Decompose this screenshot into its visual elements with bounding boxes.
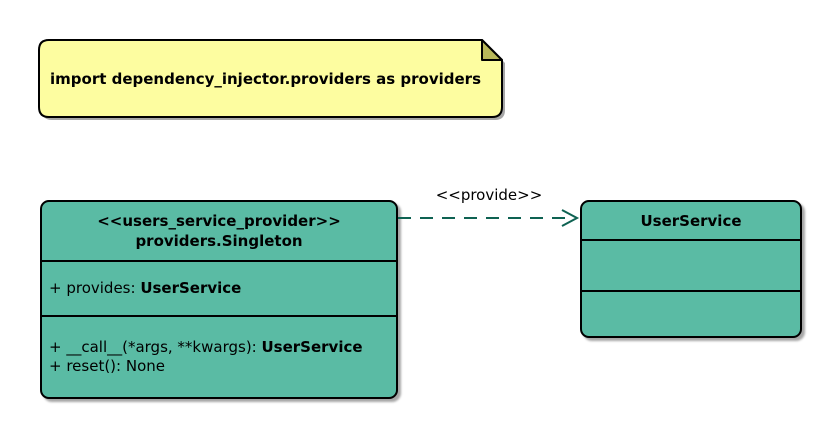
user-service-methods [582,290,800,336]
user-service-attributes [582,239,800,290]
provide-arrowhead [561,209,580,227]
provider-attributes: + provides: UserService [42,260,396,315]
provider-class-header: <<users_service_provider>> providers.Sin… [42,202,396,260]
provider-class-box: <<users_service_provider>> providers.Sin… [40,200,398,399]
provider-methods: + __call__(*args, **kwargs): UserService… [42,315,396,397]
provide-arrow [398,209,580,227]
provider-stereotype: <<users_service_provider>> [97,212,341,230]
attribute-provides-type: UserService [140,279,242,297]
import-note: import dependency_injector.providers as … [38,39,508,123]
method-reset: + reset(): None [49,357,165,376]
note-fold-icon [481,39,503,61]
note-text: import dependency_injector.providers as … [50,69,482,88]
user-service-class-box: UserService [580,200,802,338]
method-reset-label: + reset(): None [49,357,165,375]
user-service-name: UserService [640,211,742,230]
user-service-header: UserService [582,202,800,239]
note-shape [38,39,505,120]
method-call-label: + __call__(*args, **kwargs): [49,338,262,356]
provide-label: <<provide>> [435,186,543,204]
method-call-type: UserService [261,338,363,356]
attribute-provides: + provides: UserService [49,279,241,298]
method-call: + __call__(*args, **kwargs): UserService [49,338,363,357]
provider-class-name: providers.Singleton [135,232,303,250]
attribute-provides-label: + provides: [49,279,141,297]
